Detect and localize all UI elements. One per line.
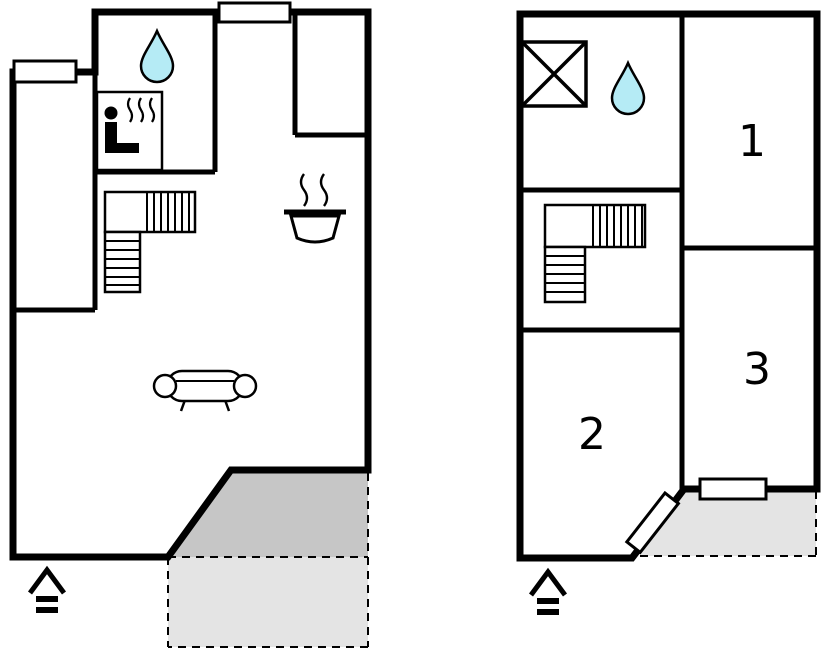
window-left-icon: [12, 59, 78, 84]
stairs-icon: [543, 203, 647, 304]
terrace-dashed-outline: [167, 473, 369, 648]
interior-walls: [520, 14, 817, 489]
entrance-arrow-icon: [528, 567, 568, 615]
window-top-icon: [217, 1, 292, 24]
shower-icon: [520, 40, 588, 108]
heat-waves-icon: [126, 97, 156, 123]
upper-floor-plan: 1 2 3: [516, 10, 821, 615]
room-label-2: 2: [578, 409, 606, 460]
sauna-icon: [95, 90, 164, 172]
room-label-1: 1: [738, 116, 766, 167]
water-drop-icon: [139, 27, 175, 84]
terrace-open-area: [168, 557, 368, 647]
water-drop-icon: [610, 59, 646, 116]
interior-walls: [13, 12, 368, 313]
door-icon: [624, 490, 681, 555]
entrance-arrow-icon: [27, 565, 67, 613]
room-label-3: 3: [743, 344, 771, 395]
ground-floor-plan: [9, 1, 372, 648]
terrace-open-area: [640, 490, 816, 556]
stairs-icon: [103, 190, 197, 294]
terrace-dashed-outline: [640, 491, 817, 557]
window-icon: [698, 477, 768, 501]
steam-icon: [299, 173, 329, 207]
sofa-icon: [152, 369, 258, 412]
stove-pot-icon: [284, 173, 346, 244]
